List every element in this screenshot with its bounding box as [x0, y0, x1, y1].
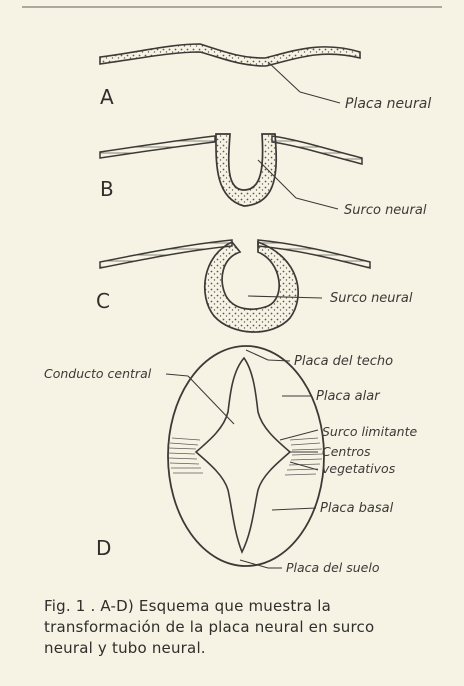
- panel-c-neural-groove: [205, 242, 298, 332]
- panel-a-letter: A: [100, 85, 114, 109]
- label-surco-limitante: Surco limitante: [322, 424, 417, 439]
- panel-b: B Surco neural: [100, 134, 427, 218]
- panel-a-label-placa-neural: Placa neural: [345, 96, 431, 112]
- panel-d: D Conducto central Placa del techo Placa…: [44, 346, 417, 575]
- panel-a: A Placa neural: [100, 44, 431, 112]
- panel-d-letter: D: [96, 536, 111, 560]
- panel-c-letter: C: [96, 289, 110, 313]
- label-vegetativos: vegetativos: [322, 461, 396, 476]
- label-placa-del-techo: Placa del techo: [294, 354, 393, 369]
- caption-line-3: neural y tubo neural.: [44, 638, 434, 659]
- caption-line-2: transformación de la placa neural en sur…: [44, 617, 434, 638]
- panel-a-ectoderm: [100, 44, 360, 66]
- panel-b-ectoderm-left: [100, 136, 215, 158]
- label-placa-del-suelo: Placa del suelo: [286, 560, 380, 575]
- panel-b-label-surco-neural: Surco neural: [344, 203, 427, 218]
- panel-d-left-sulcus-hatching: [168, 438, 203, 473]
- panel-c-label-surco-neural: Surco neural: [330, 291, 413, 306]
- panel-b-letter: B: [100, 177, 114, 201]
- neural-tube-diagram: A Placa neural B Surco neural C Surco ne…: [0, 0, 464, 590]
- panel-a-pointer-line: [268, 62, 300, 92]
- label-conducto-central: Conducto central: [44, 366, 152, 381]
- figure-caption: Fig. 1 . A-D) Esquema que muestra la tra…: [44, 596, 434, 659]
- panel-b-ectoderm-right: [272, 136, 362, 164]
- panel-d-central-canal: [196, 358, 290, 552]
- panel-c: C Surco neural: [96, 240, 413, 332]
- caption-line-1: Fig. 1 . A-D) Esquema que muestra la: [44, 596, 434, 617]
- panel-b-neural-groove: [216, 134, 276, 206]
- label-placa-alar: Placa alar: [316, 389, 381, 404]
- label-placa-basal: Placa basal: [320, 501, 394, 516]
- label-centros: Centros: [322, 444, 371, 459]
